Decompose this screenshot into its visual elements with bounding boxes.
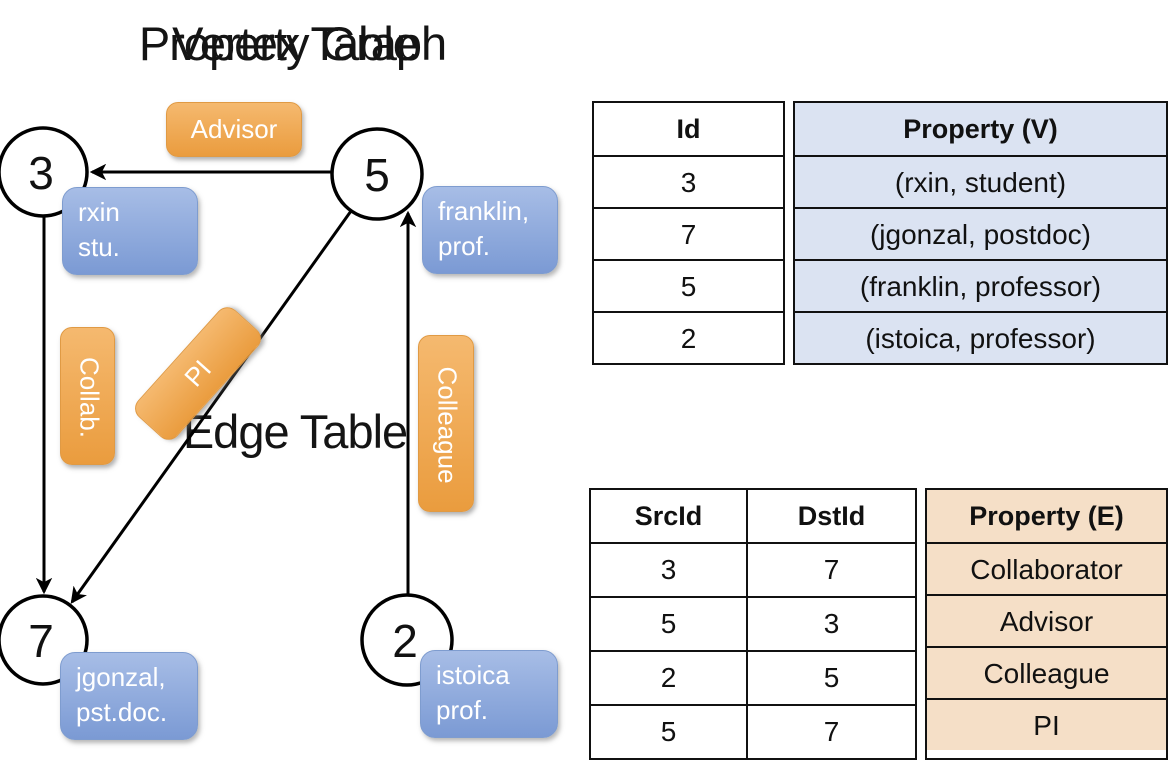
edge-table-header-srcid: SrcId bbox=[634, 501, 703, 531]
vertex-property-line: istoica bbox=[436, 660, 510, 690]
edge-table-property-column: Property (E) Collaborator Advisor Collea… bbox=[925, 488, 1168, 760]
edge-table-src-cell: 2 bbox=[660, 662, 677, 693]
vertex-property-box-2: istoica prof. bbox=[420, 650, 558, 738]
edge-table-src-cell: 5 bbox=[660, 608, 677, 639]
vertex-id-7: 7 bbox=[28, 615, 54, 667]
edge-table-row: 2 5 bbox=[591, 650, 915, 704]
vertex-table-title: Vertex Table bbox=[172, 17, 419, 70]
edge-label-collab: Collab. bbox=[60, 327, 115, 465]
edge-table-header-row: SrcId DstId bbox=[591, 490, 915, 542]
vertex-property-box-3: rxin stu. bbox=[62, 187, 198, 275]
vertex-table-property-cell: (jgonzal, postdoc) bbox=[795, 207, 1166, 259]
edge-table-property-cell: PI bbox=[927, 698, 1166, 750]
vertex-property-line: franklin, bbox=[438, 196, 530, 226]
edge-table-dst-cell: 3 bbox=[746, 598, 915, 650]
vertex-table: Id 3 7 5 2 Property (V) (rxin, student) … bbox=[592, 101, 1168, 365]
vertex-property-line: prof. bbox=[438, 231, 491, 261]
edge-table-header-dstid: DstId bbox=[746, 490, 915, 542]
edge-table-src-cell: 5 bbox=[660, 716, 677, 747]
vertex-id-2: 2 bbox=[392, 615, 418, 667]
edge-table: SrcId DstId 3 7 5 3 2 5 5 7 Property (E)… bbox=[589, 488, 1168, 760]
vertex-id-5: 5 bbox=[364, 149, 390, 201]
edge-table-row: 3 7 bbox=[591, 542, 915, 596]
vertex-circle-5 bbox=[330, 127, 424, 221]
vertex-table-property-cell: (istoica, professor) bbox=[795, 311, 1166, 363]
edge-table-row: 5 7 bbox=[591, 704, 915, 758]
vertex-property-line: jgonzal, bbox=[76, 662, 166, 692]
edge-table-ids-columns: SrcId DstId 3 7 5 3 2 5 5 7 bbox=[589, 488, 917, 760]
vertex-property-line: stu. bbox=[78, 232, 120, 262]
vertex-table-id-column: Id 3 7 5 2 bbox=[592, 101, 785, 365]
vertex-table-property-column: Property (V) (rxin, student) (jgonzal, p… bbox=[793, 101, 1168, 365]
edge-label-collab-text: Collab. bbox=[74, 356, 104, 438]
edge-table-header-property: Property (E) bbox=[927, 490, 1166, 542]
vertex-table-property-cell: (franklin, professor) bbox=[795, 259, 1166, 311]
vertex-property-line: rxin bbox=[78, 197, 120, 227]
edge-label-advisor: Advisor bbox=[166, 102, 302, 157]
edge-label-advisor-text: Advisor bbox=[190, 114, 278, 144]
edge-table-property-cell: Advisor bbox=[927, 594, 1166, 646]
edge-table-dst-cell: 7 bbox=[746, 544, 915, 596]
edge-label-colleague-text: Colleague bbox=[432, 365, 462, 484]
vertex-table-header-property: Property (V) bbox=[795, 103, 1166, 155]
edge-table-src-cell: 3 bbox=[660, 554, 677, 585]
edge-table-title: Edge Table bbox=[182, 405, 408, 458]
edge-table-property-cell: Colleague bbox=[927, 646, 1166, 698]
edge-table-row: 5 3 bbox=[591, 596, 915, 650]
vertex-table-id-cell: 2 bbox=[594, 311, 783, 363]
vertex-table-id-cell: 5 bbox=[594, 259, 783, 311]
edge-table-dst-cell: 5 bbox=[746, 652, 915, 704]
vertex-table-header-id: Id bbox=[676, 114, 701, 144]
edge-label-pi-text: PI bbox=[178, 354, 217, 393]
edge-label-colleague: Colleague bbox=[418, 335, 474, 512]
edge-table-dst-cell: 7 bbox=[746, 706, 915, 758]
vertex-property-box-7: jgonzal, pst.doc. bbox=[60, 652, 198, 740]
vertex-property-line: pst.doc. bbox=[76, 697, 168, 727]
vertex-table-property-cell: (rxin, student) bbox=[795, 155, 1166, 207]
vertex-property-line: prof. bbox=[436, 695, 489, 725]
vertex-table-id-cell: 7 bbox=[594, 207, 783, 259]
edge-pi-arrow bbox=[70, 210, 353, 604]
vertex-property-box-5: franklin, prof. bbox=[422, 186, 558, 274]
vertex-table-id-cell: 3 bbox=[594, 155, 783, 207]
property-graph-title: Property Graph bbox=[138, 17, 447, 70]
vertex-id-3: 3 bbox=[28, 147, 54, 199]
edge-table-property-cell: Collaborator bbox=[927, 542, 1166, 594]
